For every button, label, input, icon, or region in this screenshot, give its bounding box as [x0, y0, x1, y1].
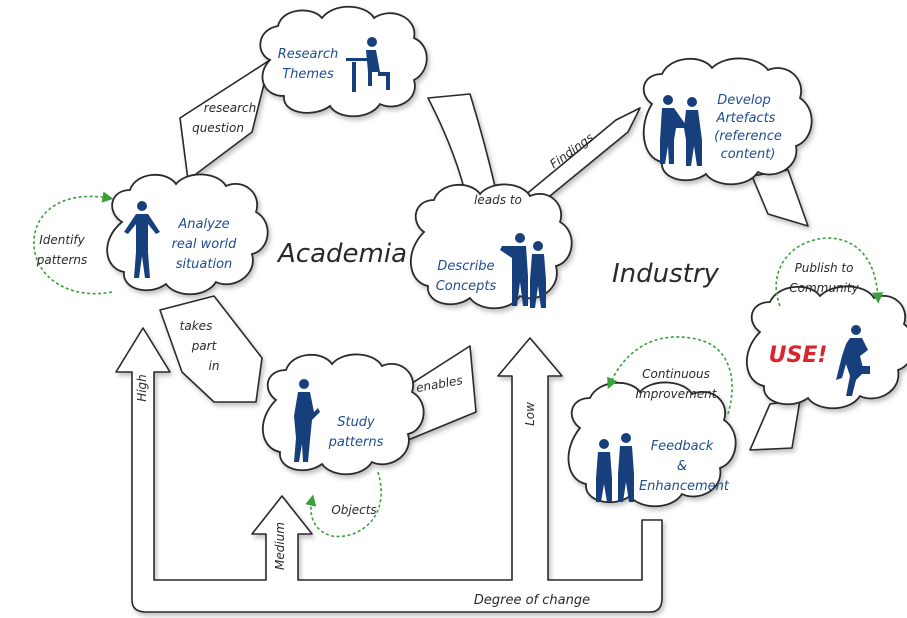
- takes-part-in-label-3: in: [209, 359, 220, 373]
- takes-part-in-arrow: [159, 295, 263, 403]
- study-patterns-label-2: patterns: [328, 435, 384, 450]
- publish-label-1: Publish to: [795, 261, 854, 275]
- identify-patterns-label-1: Identify: [39, 233, 85, 247]
- research-question-label-2: question: [192, 121, 244, 135]
- identify-patterns-loop: [33, 191, 114, 295]
- research-question-label-1: research: [204, 101, 256, 115]
- pointing-person-icon: [500, 233, 546, 308]
- discussion-icon: [596, 433, 634, 502]
- objects-label: Objects: [331, 503, 376, 517]
- analyze-label-3: situation: [176, 257, 233, 272]
- develop-artefacts-label-4: content): [721, 147, 776, 162]
- high-label: High: [135, 374, 149, 402]
- analyze-label-2: real world: [172, 237, 238, 252]
- use-to-feedback-arrow: [749, 399, 801, 451]
- use-cloud: [745, 285, 907, 410]
- describe-concepts-label-1: Describe: [437, 259, 494, 274]
- feedback-label-2: &: [677, 459, 687, 474]
- industry-label: Industry: [612, 259, 720, 289]
- use-label: USE!: [769, 343, 828, 368]
- takes-part-in-label-2: part: [191, 339, 218, 353]
- identify-patterns-label-2: patterns: [36, 253, 88, 267]
- continuous-improvement-label-1: Continuous: [642, 367, 710, 381]
- handshake-icon: [660, 95, 702, 166]
- study-patterns-label-1: Study: [337, 415, 375, 430]
- analyze-label-1: Analyze: [177, 217, 229, 232]
- publish-label-2: Community: [789, 281, 859, 295]
- continuous-improvement-loop: [607, 336, 733, 415]
- feedback-label-3: Enhancement: [639, 479, 730, 494]
- describe-concepts-label-2: Concepts: [436, 279, 497, 294]
- continuous-improvement-label-2: Improvement: [636, 387, 718, 401]
- research-themes-label-1: Research: [278, 47, 339, 62]
- presenter-icon: [124, 201, 160, 278]
- develop-artefacts-cloud: [642, 57, 813, 186]
- artefacts-to-use-arrow: [751, 169, 809, 227]
- leads-to-label: leads to: [474, 193, 522, 207]
- degree-of-change-label: Degree of change: [474, 593, 590, 608]
- person-at-desk-icon: [346, 37, 390, 92]
- develop-artefacts-label-1: Develop: [717, 93, 771, 108]
- develop-artefacts-label-3: (reference: [714, 129, 782, 144]
- takes-part-in-label-1: takes: [180, 319, 213, 333]
- analyze-cloud: [106, 173, 269, 296]
- feedback-label-1: Feedback: [651, 439, 714, 454]
- academia-label: Academia: [276, 239, 407, 269]
- publish-loop: [775, 237, 884, 307]
- climbing-person-icon: [836, 325, 870, 396]
- research-themes-cloud: [259, 5, 428, 118]
- research-question-arrow: [179, 59, 271, 181]
- low-label: Low: [523, 402, 537, 426]
- develop-artefacts-label-2: Artefacts: [716, 111, 776, 126]
- research-themes-label-2: Themes: [282, 67, 334, 82]
- medium-label: Medium: [273, 522, 287, 570]
- reader-icon: [294, 379, 320, 462]
- degree-of-change-arrow: [115, 327, 663, 613]
